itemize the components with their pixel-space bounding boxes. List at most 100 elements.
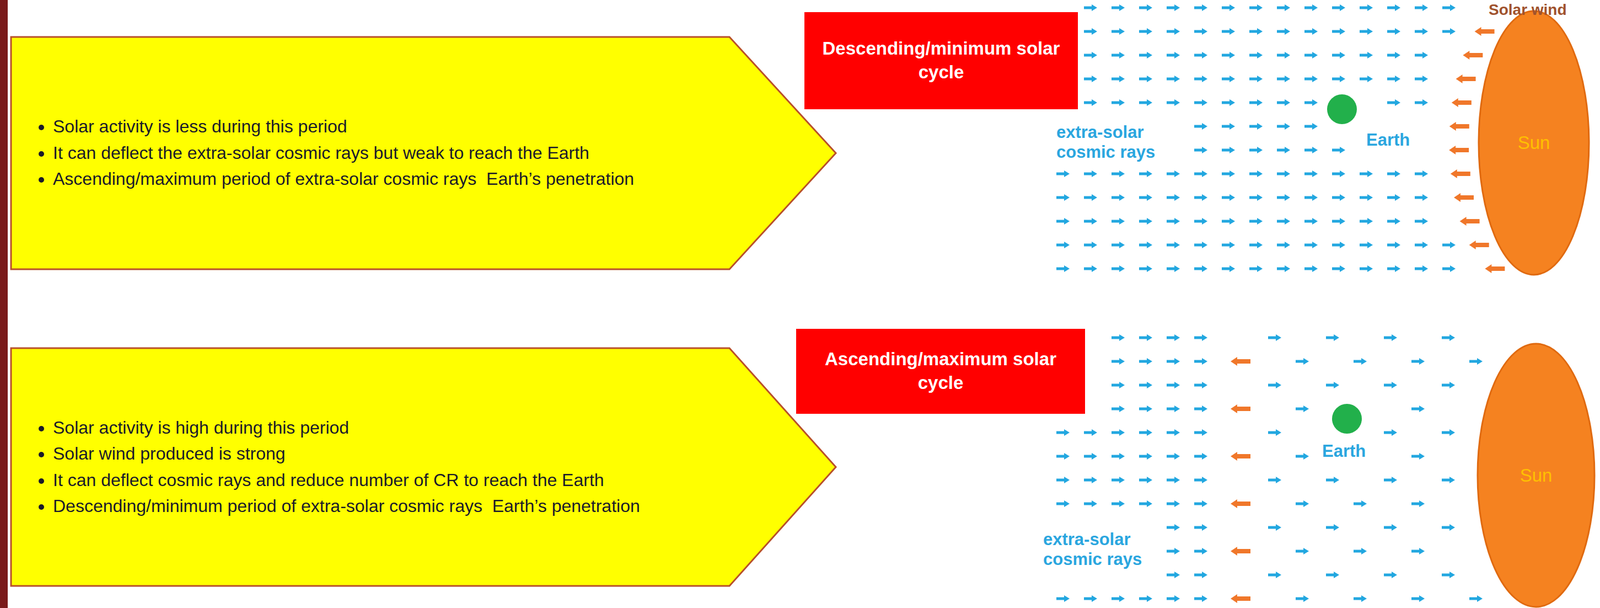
cosmic-ray-arrow <box>1111 334 1125 341</box>
cosmic-ray-arrow <box>1332 170 1346 177</box>
cosmic-ray-arrow <box>1194 75 1208 83</box>
bullet-list: Solar activity is high during this perio… <box>26 414 715 520</box>
cosmic-ray-arrow <box>1083 194 1098 201</box>
cosmic-ray-arrow <box>1304 146 1318 154</box>
cosmic-ray-arrow <box>1268 476 1282 483</box>
bullet-text: It can deflect the extra-solar cosmic ra… <box>52 140 715 166</box>
cosmic-ray-arrow <box>1194 4 1208 12</box>
cosmic-ray-arrow <box>1221 170 1236 177</box>
cosmic-ray-arrow <box>1166 217 1180 225</box>
cosmic-ray-arrow <box>1249 241 1263 249</box>
cosmic-ray-arrow <box>1387 241 1401 249</box>
cosmic-ray-arrow <box>1139 75 1153 83</box>
cosmic-ray-arrow <box>1249 28 1263 35</box>
bullet-text: Solar activity is high during this perio… <box>52 415 715 440</box>
cosmic-ray-arrow <box>1083 51 1098 59</box>
cosmic-ray-arrow <box>1295 405 1309 412</box>
cosmic-ray-arrow <box>1194 594 1208 602</box>
solar-wind-arrow <box>1230 546 1251 556</box>
cosmic-ray-arrow <box>1194 357 1208 365</box>
cosmic-ray-arrow <box>1442 28 1456 35</box>
cosmic-ray-arrow <box>1111 51 1125 59</box>
cosmic-ray-arrow <box>1304 170 1318 177</box>
cosmic-ray-arrow <box>1166 500 1180 507</box>
cosmic-ray-arrow <box>1414 170 1428 177</box>
cosmic-ray-arrow <box>1194 381 1208 389</box>
cosmic-ray-arrow <box>1276 217 1291 225</box>
cosmic-ray-arrow <box>1276 4 1291 12</box>
cosmic-ray-arrow <box>1166 194 1180 201</box>
cosmic-ray-arrow <box>1469 594 1483 602</box>
cosmic-ray-arrow <box>1414 99 1428 106</box>
earth-circle <box>1327 94 1357 125</box>
arrow-outline <box>11 347 836 586</box>
cosmic-ray-arrow <box>1111 28 1125 35</box>
cosmic-ray-arrow <box>1268 381 1282 389</box>
cosmic-ray-arrow <box>1414 265 1428 272</box>
cosmic-ray-arrow <box>1414 75 1428 83</box>
cosmic-ray-arrow <box>1332 75 1346 83</box>
solar-wind-arrow <box>1456 74 1476 84</box>
cosmic-ray-arrow <box>1414 217 1428 225</box>
cosmic-ray-arrow <box>1268 428 1282 436</box>
cosmic-ray-arrow <box>1194 122 1208 130</box>
cosmic-ray-arrow <box>1056 500 1070 507</box>
cosmic-ray-arrow <box>1304 51 1318 59</box>
cosmic-ray-arrow <box>1304 99 1318 106</box>
cosmic-ray-arrow <box>1166 28 1180 35</box>
cosmic-ray-arrow <box>1166 428 1180 436</box>
cosmic-ray-arrow <box>1276 241 1291 249</box>
bullet-text: Ascending/maximum period of extra-solar … <box>52 166 715 192</box>
cosmic-ray-arrow <box>1166 523 1180 531</box>
cosmic-ray-arrow <box>1414 51 1428 59</box>
callout-arrow-box: Solar activity is less during this perio… <box>9 35 837 271</box>
cosmic-ray-arrow <box>1139 170 1153 177</box>
cycle-title-box: Descending/minimum solar cycle <box>804 12 1078 110</box>
cosmic-ray-arrow <box>1469 357 1483 365</box>
cosmic-ray-arrow <box>1111 476 1125 483</box>
cosmic-ray-arrow <box>1383 334 1398 341</box>
cosmic-ray-arrow <box>1359 28 1373 35</box>
cosmic-ray-arrow <box>1221 4 1236 12</box>
cosmic-ray-arrow <box>1295 452 1309 460</box>
cosmic-ray-arrow <box>1414 194 1428 201</box>
cosmic-ray-arrow <box>1139 241 1153 249</box>
cosmic-ray-arrow <box>1221 265 1236 272</box>
cosmic-ray-arrow <box>1304 75 1318 83</box>
cosmic-ray-arrow <box>1194 428 1208 436</box>
cosmic-ray-arrow <box>1221 51 1236 59</box>
cosmic-ray-arrow <box>1221 146 1236 154</box>
cosmic-ray-arrow <box>1083 452 1098 460</box>
cosmic-ray-label: extra-solar cosmic rays <box>1043 529 1159 569</box>
cosmic-ray-arrow <box>1276 146 1291 154</box>
solar-wind-arrow <box>1230 593 1251 603</box>
cosmic-ray-arrow <box>1295 547 1309 555</box>
cosmic-ray-arrow <box>1166 99 1180 106</box>
cosmic-ray-arrow <box>1111 4 1125 12</box>
page-border <box>0 0 8 608</box>
cosmic-ray-arrow <box>1111 217 1125 225</box>
solar-wind-arrow <box>1474 27 1495 36</box>
cosmic-ray-arrow <box>1194 217 1208 225</box>
cosmic-ray-arrow <box>1411 500 1425 507</box>
cosmic-ray-arrow <box>1295 500 1309 507</box>
cosmic-ray-arrow <box>1411 405 1425 412</box>
cosmic-ray-arrow <box>1268 334 1282 341</box>
cosmic-ray-arrow <box>1166 547 1180 555</box>
bullet-list: Solar activity is less during this perio… <box>26 113 715 193</box>
sun-outline <box>1477 343 1595 607</box>
cosmic-ray-arrow <box>1166 594 1180 602</box>
cosmic-ray-arrow <box>1139 194 1153 201</box>
cosmic-ray-arrow <box>1276 265 1291 272</box>
cosmic-ray-arrow <box>1325 571 1340 578</box>
cosmic-ray-arrow <box>1221 75 1236 83</box>
cosmic-ray-arrow <box>1332 241 1346 249</box>
cosmic-ray-arrow <box>1295 594 1309 602</box>
cosmic-ray-arrow <box>1304 122 1318 130</box>
cosmic-ray-arrow <box>1441 523 1455 531</box>
cosmic-ray-arrow <box>1139 428 1153 436</box>
cosmic-ray-arrow <box>1221 217 1236 225</box>
cosmic-ray-arrow <box>1359 170 1373 177</box>
cosmic-ray-arrow <box>1276 28 1291 35</box>
cosmic-ray-arrow <box>1325 476 1340 483</box>
